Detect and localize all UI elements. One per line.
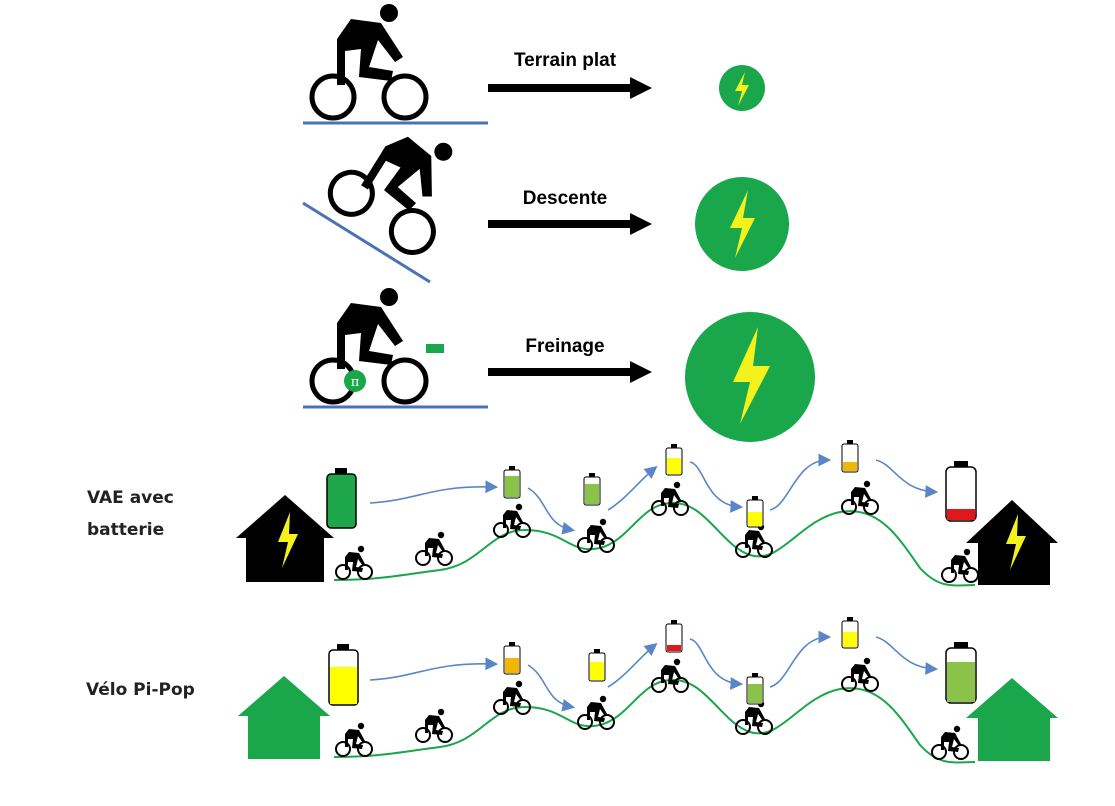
vae-cyclists xyxy=(335,479,979,583)
row-label-vae-line2: batterie xyxy=(87,520,165,540)
cyclist-flat-icon xyxy=(303,4,488,125)
vae-house-right-icon xyxy=(966,500,1058,585)
row-label-vae: VAE avec batterie xyxy=(87,482,174,546)
cyclist-descent-icon xyxy=(302,103,479,284)
pipop-house-right-icon xyxy=(966,678,1058,761)
vae-house-left-icon xyxy=(236,495,334,582)
pi-symbol: π xyxy=(351,375,360,390)
cyclist-braking-icon xyxy=(303,288,488,409)
row-label-vae-line1: VAE avec xyxy=(87,488,174,508)
pipop-flow-arrows xyxy=(369,630,939,712)
arrow-braking-icon xyxy=(488,361,652,383)
vae-batteries xyxy=(326,440,977,529)
energy-small-icon xyxy=(719,65,765,111)
energy-large-icon xyxy=(685,312,815,442)
condition-label-descent: Descente xyxy=(522,188,608,209)
row-label-pipop: Vélo Pi-Pop xyxy=(86,680,195,700)
pipop-batteries xyxy=(328,617,977,706)
arrow-flat-icon xyxy=(488,77,652,99)
condition-label-flat: Terrain plat xyxy=(513,50,617,71)
pipop-cyclists xyxy=(335,656,969,760)
condition-label-braking: Freinage xyxy=(525,336,605,357)
pipop-house-left-icon xyxy=(238,676,330,759)
vae-flow-arrows xyxy=(369,453,939,535)
arrow-descent-icon xyxy=(488,213,652,235)
energy-medium-icon xyxy=(695,177,789,271)
